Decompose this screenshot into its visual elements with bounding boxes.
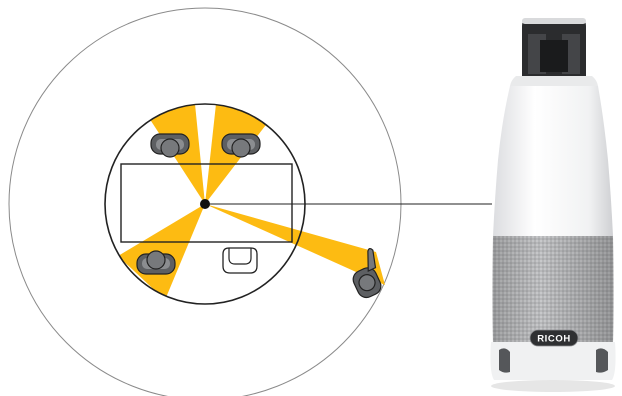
person-seated-icon — [137, 251, 175, 274]
microphone-position-dot — [200, 199, 210, 209]
beam-bottom-left — [118, 204, 205, 300]
device-shadow — [491, 380, 615, 392]
conference-device: RICOH — [490, 18, 615, 392]
device-body — [493, 86, 613, 236]
person-seated-icon — [222, 134, 260, 157]
empty-chair-icon — [223, 248, 257, 273]
person-seated-icon — [151, 134, 189, 157]
brand-label: RICOH — [537, 334, 571, 345]
